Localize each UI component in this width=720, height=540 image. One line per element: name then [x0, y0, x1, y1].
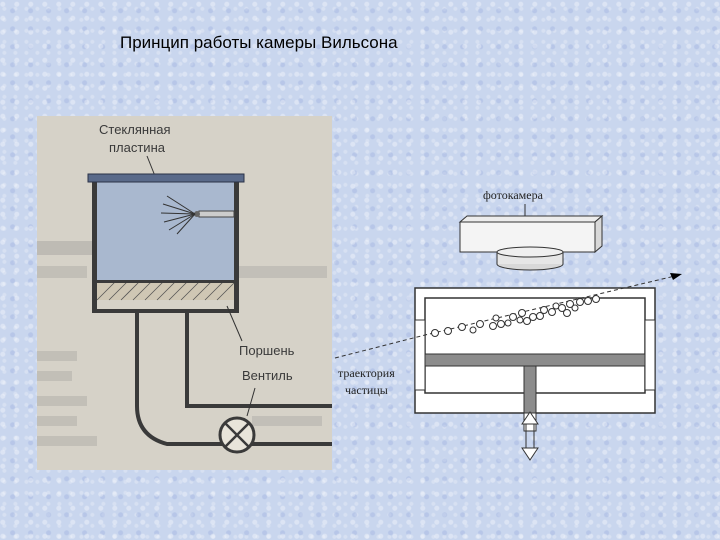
piston-motion-arrow — [521, 411, 539, 461]
valve-label: Вентиль — [242, 368, 293, 383]
piston-label: Поршень — [239, 343, 295, 358]
particle-trajectory — [334, 275, 676, 359]
condensation-droplets — [431, 295, 600, 337]
glass-plate-label-line2: пластина — [109, 140, 166, 155]
slide-title: Принцип работы камеры Вильсона — [120, 33, 398, 52]
camera-label: фотокамера — [483, 188, 544, 202]
wilson-chamber-schematic: фотокамера — [330, 180, 710, 470]
glass-plate-label-line1: Стеклянная — [99, 122, 171, 137]
piston-hatching — [96, 281, 235, 301]
chamber-wall-left — [92, 180, 97, 312]
trajectory-label-line1: траектория — [338, 366, 395, 380]
wilson-chamber-svg: Стеклянная пластина — [37, 122, 332, 454]
piston-rod — [523, 365, 537, 414]
glass-plate-pointer — [146, 155, 156, 177]
chamber-bottom — [92, 309, 239, 313]
chamber-interior — [97, 182, 234, 282]
wilson-chamber-illustration: Стеклянная пластина — [37, 116, 332, 470]
trajectory-arrowhead — [670, 273, 682, 280]
pipe-inner — [185, 313, 332, 408]
chamber-wall-right — [234, 180, 239, 312]
pipe-outer — [135, 313, 332, 446]
glass-plate — [87, 173, 245, 183]
piston-pointer — [226, 305, 243, 342]
radioactive-source — [160, 195, 235, 235]
trajectory-label-line2: частицы — [345, 383, 388, 397]
camera-body — [458, 214, 604, 254]
valve-icon — [218, 416, 256, 454]
schematic-piston — [424, 353, 646, 367]
valve-pointer — [246, 387, 256, 417]
camera-lens — [496, 246, 564, 271]
background-text-noise — [37, 241, 327, 446]
schematic-svg: фотокамера — [334, 188, 682, 461]
piston-top-edge — [97, 280, 234, 283]
